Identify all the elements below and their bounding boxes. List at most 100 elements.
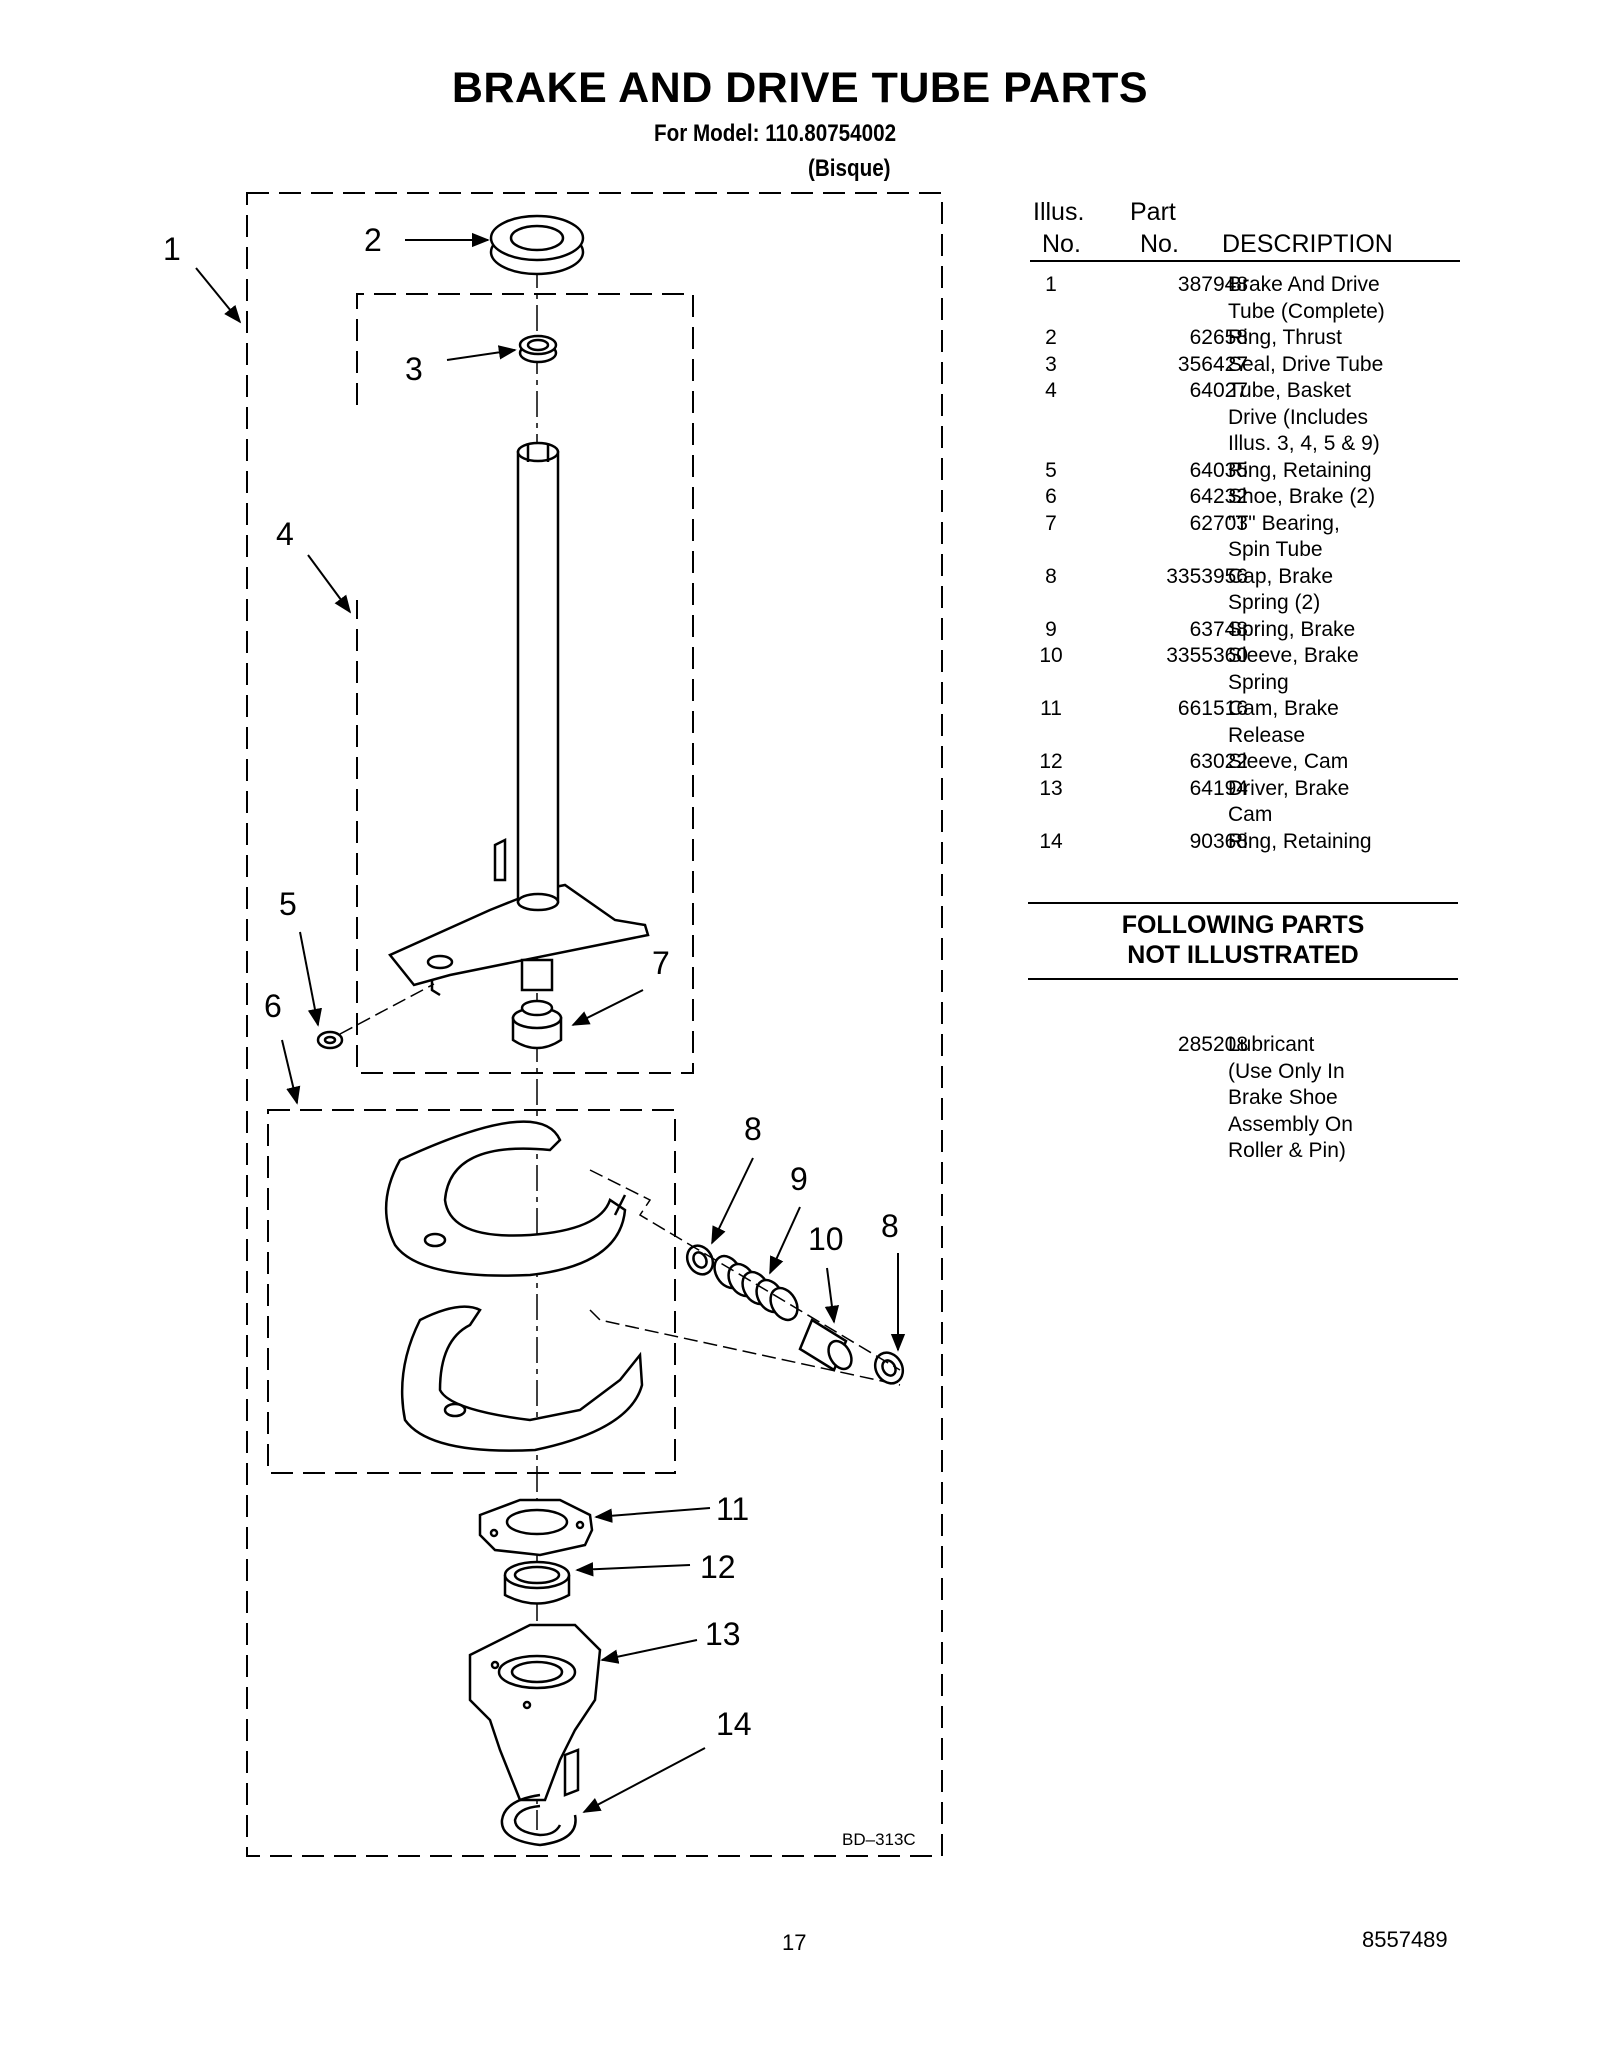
illus-number: 13 xyxy=(1039,776,1063,800)
description-line: Cam, Brake xyxy=(1228,697,1339,720)
part-number: 661516 xyxy=(1177,697,1248,720)
description-line: Tube (Complete) xyxy=(1228,299,1385,323)
illus-number: 10 xyxy=(1039,644,1063,667)
description-line: Shoe, Brake (2) xyxy=(1228,485,1376,508)
callout-6: 6 xyxy=(264,988,282,1024)
description-line: Ring, Retaining xyxy=(1228,829,1372,853)
drive-tube-seal-part xyxy=(518,334,558,364)
description-line: Driver, Brake xyxy=(1228,776,1350,800)
part-description: Shoe, Brake (2) xyxy=(1228,484,1458,511)
part-number: 64232 xyxy=(1189,485,1248,508)
callout-leaders xyxy=(195,232,906,1813)
part-number: 64194 xyxy=(1189,776,1248,800)
part-number: 3353956 xyxy=(1166,564,1248,588)
drawing-code: BD–313C xyxy=(842,1830,916,1849)
part-description: Spring, Brake xyxy=(1228,617,1458,644)
illus-number: 1 xyxy=(1045,273,1057,296)
description-line: Spin Tube xyxy=(1228,538,1323,561)
illus-number: 9 xyxy=(1045,617,1057,641)
not-illustrated-rule-top xyxy=(1028,902,1458,904)
page-number: 17 xyxy=(782,1930,807,1955)
not-illustrated-rule-bottom xyxy=(1028,978,1458,980)
description-line: Roller & Pin) xyxy=(1228,1139,1346,1162)
part-number: 63022 xyxy=(1189,750,1248,773)
callout-14: 14 xyxy=(716,1706,752,1742)
part-description: Sleeve, Cam xyxy=(1228,749,1458,776)
part-number: 356427 xyxy=(1177,352,1248,376)
description-line: Seal, Drive Tube xyxy=(1228,352,1384,376)
part-number: 62703 xyxy=(1189,511,1248,535)
assembly-boundary-1 xyxy=(246,192,943,1857)
description-line: Spring (2) xyxy=(1228,591,1321,614)
part-number: 285208 xyxy=(1177,1033,1248,1056)
brake-shoe-lower-part xyxy=(400,1305,644,1452)
part-number: 64035 xyxy=(1189,458,1248,482)
brake-spring-cap-left-part xyxy=(685,1244,715,1276)
retaining-ring-5-part xyxy=(316,1030,344,1050)
description-line: "T" Bearing, xyxy=(1228,511,1340,535)
callout-8-left: 8 xyxy=(744,1111,762,1147)
brake-shoe-upper-part xyxy=(384,1120,627,1277)
assembly-boundary-4 xyxy=(356,293,694,1074)
retaining-ring-14-part xyxy=(500,1793,577,1847)
part-number: 90368 xyxy=(1189,829,1248,853)
callout-11: 11 xyxy=(716,1491,749,1527)
illus-number: 5 xyxy=(1045,458,1057,482)
header-part-2: No. xyxy=(1140,230,1179,258)
assembly-boundary-6 xyxy=(267,1109,676,1474)
header-description: DESCRIPTION xyxy=(1222,230,1393,258)
callout-3: 3 xyxy=(405,351,423,387)
illus-number: 3 xyxy=(1045,352,1057,376)
illus-number: 8 xyxy=(1045,564,1057,588)
description-line: Lubricant xyxy=(1228,1033,1315,1056)
basket-drive-tube-part xyxy=(388,441,650,997)
cam-sleeve-part xyxy=(503,1560,571,1605)
description-line: Brake And Drive xyxy=(1228,273,1380,296)
part-number: 62658 xyxy=(1189,326,1248,349)
part-description: Ring, Retaining xyxy=(1228,829,1458,856)
callout-8-right: 8 xyxy=(881,1208,899,1244)
part-description: Ring, Thrust xyxy=(1228,325,1458,352)
callout-4: 4 xyxy=(276,516,294,552)
description-line: Illus. 3, 4, 5 & 9) xyxy=(1228,432,1380,455)
description-line: Cam xyxy=(1228,803,1273,826)
description-line: Sleeve, Brake xyxy=(1228,644,1359,667)
callout-10: 10 xyxy=(808,1221,844,1257)
exploded-parts-diagram: 1 2 3 4 5 6 7 8 9 10 8 11 12 13 14 BD–31… xyxy=(163,192,943,1857)
brake-cam-driver-part xyxy=(468,1623,602,1802)
callout-5: 5 xyxy=(279,886,297,922)
illus-number: 4 xyxy=(1045,379,1057,402)
part-number: 63748 xyxy=(1189,617,1248,641)
illus-number: 11 xyxy=(1040,697,1062,720)
model-number: For Model: 110.80754002 xyxy=(654,120,897,147)
description-line: Assembly On xyxy=(1228,1112,1353,1136)
description-line: Brake Shoe xyxy=(1228,1086,1338,1109)
header-rule xyxy=(1030,260,1460,262)
description-line: Spring xyxy=(1228,670,1289,694)
part-description: "T" Bearing, Spin Tube xyxy=(1228,511,1458,564)
not-illustrated-title-line-2: NOT ILLUSTRATED xyxy=(1127,941,1359,969)
not-illustrated-title: FOLLOWING PARTS NOT ILLUSTRATED xyxy=(1028,910,1458,970)
callout-9: 9 xyxy=(790,1161,808,1197)
not-illustrated-title-line-1: FOLLOWING PARTS xyxy=(1121,911,1365,939)
model-color: (Bisque) xyxy=(808,155,891,182)
header-part-1: Part xyxy=(1130,198,1176,226)
description-line: Cap, Brake xyxy=(1228,564,1334,588)
illus-number: 12 xyxy=(1039,750,1063,773)
callout-1: 1 xyxy=(163,231,181,267)
description-line: Drive (Includes xyxy=(1228,405,1369,429)
brake-release-cam-part xyxy=(478,1498,594,1557)
illus-number: 7 xyxy=(1045,511,1057,535)
callout-7: 7 xyxy=(652,945,670,981)
description-line: (Use Only In xyxy=(1228,1059,1345,1083)
description-line: Release xyxy=(1228,723,1306,747)
description-line: Ring, Retaining xyxy=(1228,458,1372,482)
part-number: 387948 xyxy=(1177,273,1248,296)
part-description: Ring, Retaining xyxy=(1228,458,1458,485)
brake-spring-cap-right-part xyxy=(873,1351,905,1385)
